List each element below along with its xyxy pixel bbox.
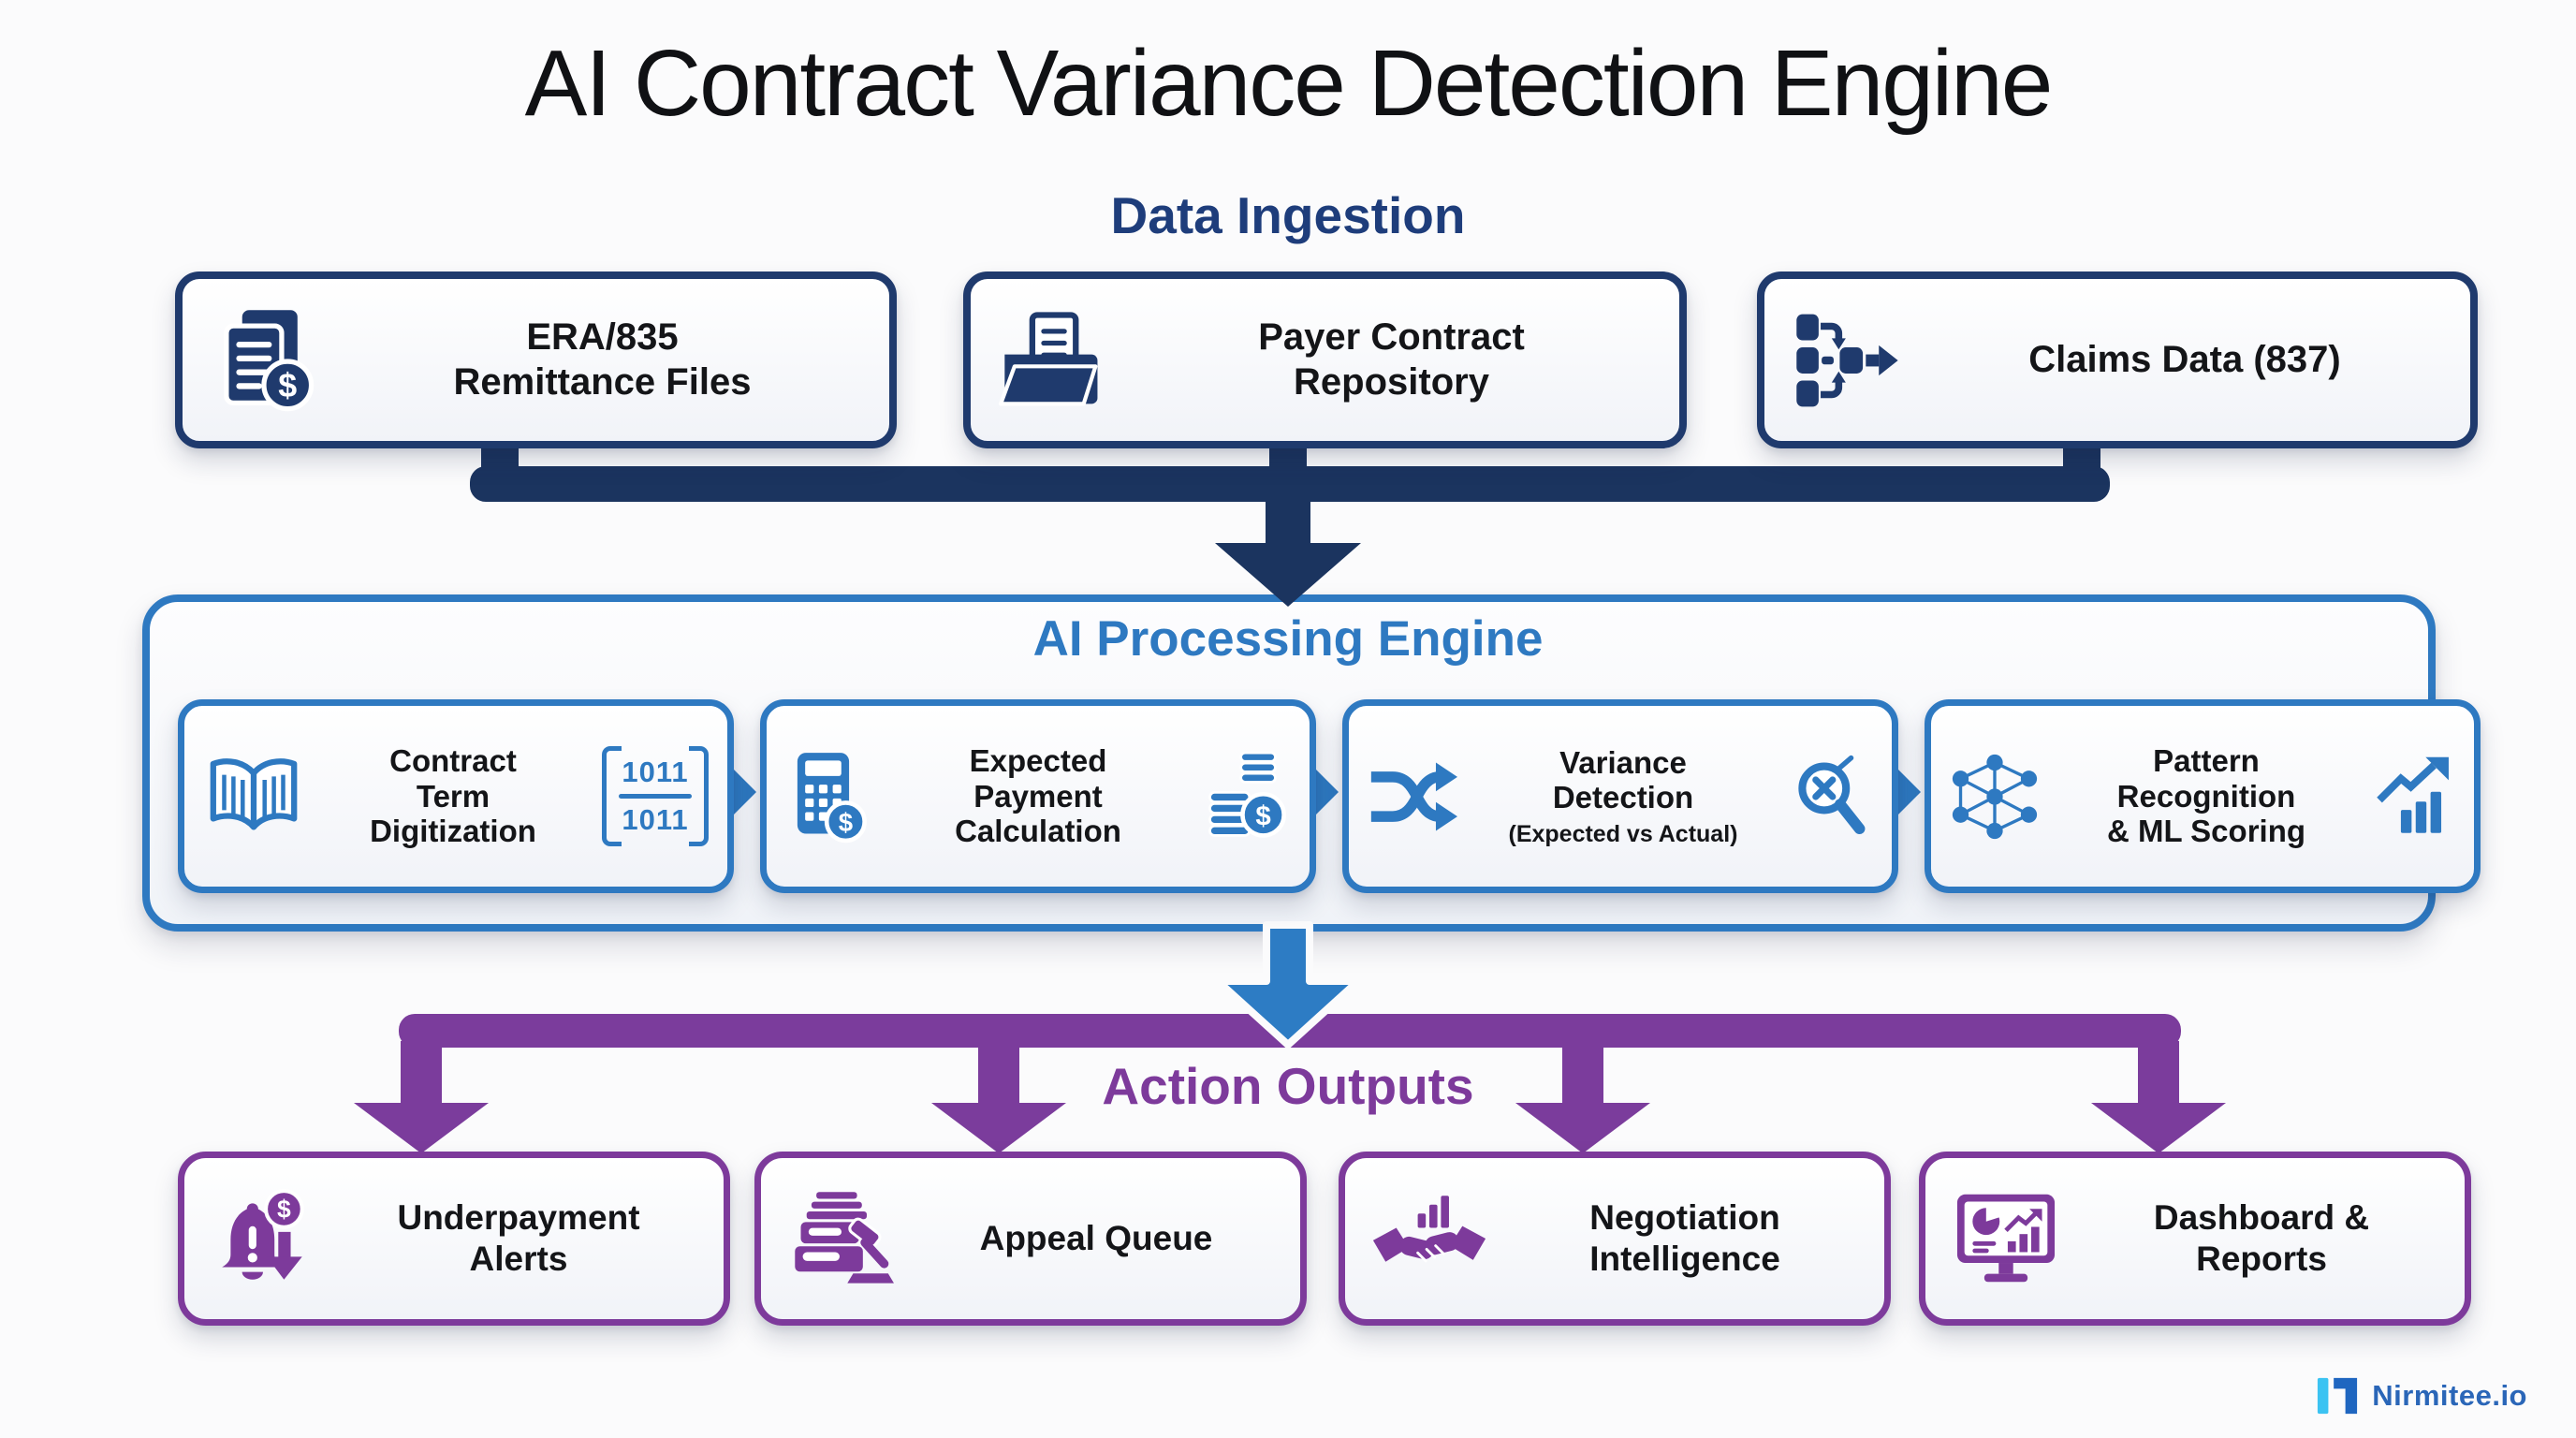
node-label: Dashboard &Reports (2153, 1198, 2370, 1278)
node-claims-data-837: Claims Data (837) (1757, 271, 2478, 448)
engine-to-outputs-arrow (1214, 921, 1362, 1049)
documents-dollar-icon (211, 306, 319, 415)
alert-bell-dollar-icon (211, 1186, 315, 1291)
node-dashboard-reports: Dashboard &Reports (1919, 1152, 2471, 1326)
growth-chart-icon (2373, 756, 2455, 838)
coins-stack-icon (1205, 749, 1291, 844)
claims-flow-icon (1793, 310, 1903, 411)
node-label: Appeal Queue (979, 1219, 1213, 1258)
section-heading-action-outputs: Action Outputs (1102, 1057, 1474, 1115)
handshake-chart-icon (1371, 1194, 1487, 1284)
calculator-dollar-icon (785, 749, 871, 844)
section-heading-data-ingestion: Data Ingestion (1110, 186, 1466, 244)
binary-code-icon: 1011 1011 (602, 746, 709, 846)
contract-folder-icon (999, 311, 1107, 410)
node-appeal-queue: Appeal Queue (754, 1152, 1307, 1326)
appeal-gavel-tray-icon (787, 1190, 894, 1287)
dashboard-monitor-icon (1952, 1189, 2060, 1288)
section-heading-ai-processing-engine: AI Processing Engine (1032, 611, 1544, 667)
brand-name: Nirmitee.io (2372, 1379, 2527, 1412)
page-title: AI Contract Variance Detection Engine (524, 31, 2054, 136)
nirmitee-logo-icon (2316, 1374, 2359, 1417)
open-book-icon (203, 755, 304, 839)
magnifier-x-icon (1789, 755, 1873, 839)
brand-logo: Nirmitee.io (2316, 1374, 2527, 1417)
neural-network-icon (1950, 752, 2040, 842)
ingestion-merge-connector (470, 423, 2110, 607)
node-subnote: (Expected vs Actual) (1508, 820, 1738, 847)
node-label: Claims Data (837) (2028, 338, 2341, 380)
shuffle-arrows-icon (1368, 752, 1457, 842)
